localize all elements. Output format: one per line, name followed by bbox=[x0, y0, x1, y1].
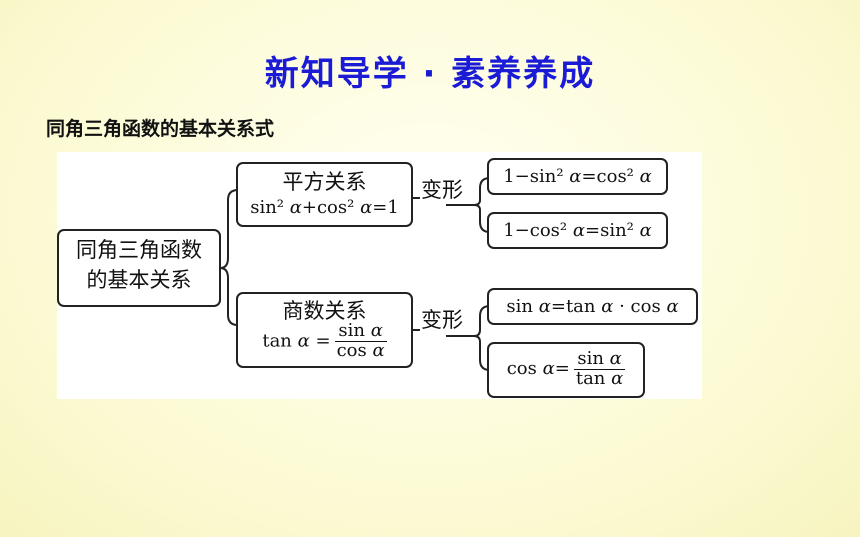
quotient-relation-label: 商数关系 bbox=[282, 299, 367, 323]
derived-formula-1: 1−sin² α=cos² α bbox=[487, 158, 668, 195]
derived-formula-2: 1−cos² α=sin² α bbox=[487, 212, 668, 249]
derived-formula-3: sin α=tan α · cos α bbox=[487, 288, 698, 325]
page-title: 新知导学 · 素养养成 bbox=[264, 54, 596, 94]
root-line-1: 同角三角函数 bbox=[76, 238, 202, 262]
square-relation-box: 平方关系 sin² α+cos² α=1 bbox=[236, 162, 413, 227]
brace-square bbox=[473, 177, 491, 233]
transform-label-quotient: 变形 bbox=[421, 308, 463, 332]
square-relation-label: 平方关系 bbox=[282, 170, 367, 194]
transform-label-square: 变形 bbox=[421, 178, 463, 202]
root-box: 同角三角函数 的基本关系 bbox=[57, 229, 221, 307]
brace-quotient bbox=[473, 305, 491, 371]
square-relation-formula: sin² α+cos² α=1 bbox=[250, 197, 399, 219]
section-heading: 同角三角函数的基本关系式 bbox=[46, 118, 275, 140]
root-line-2: 的基本关系 bbox=[86, 268, 192, 293]
